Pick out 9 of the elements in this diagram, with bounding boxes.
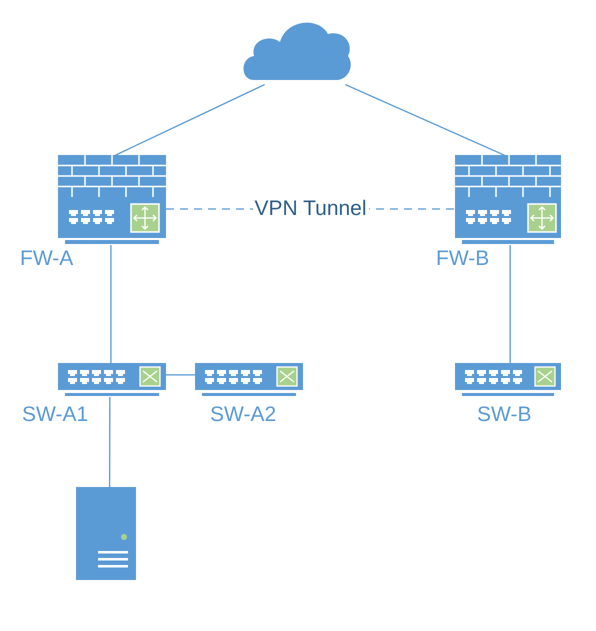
connector (110, 245, 112, 363)
device-label: FW-A (20, 247, 74, 271)
connector (108, 397, 110, 487)
device-label: SW-B (477, 403, 532, 427)
device-label: FW-B (436, 247, 490, 271)
device-label: SW-A2 (210, 403, 276, 427)
connector (166, 374, 195, 376)
connector (509, 245, 511, 363)
device-label: SW-A1 (22, 403, 88, 427)
